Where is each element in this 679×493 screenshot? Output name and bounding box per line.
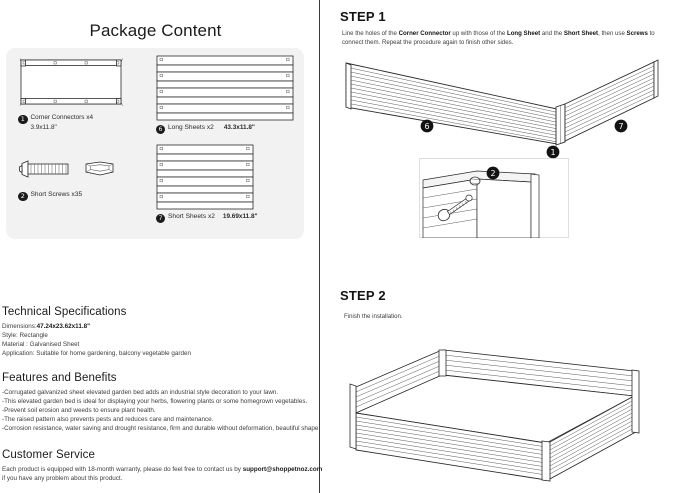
customer-service-heading: Customer Service (2, 449, 95, 461)
item-name-long-sheets: Long Sheets x2 (168, 124, 214, 131)
item-dimension-short-sheets: 19.69x11.8" (222, 213, 258, 220)
callout-7-text: 7 (618, 122, 623, 131)
step1-text-e: and the (540, 30, 564, 37)
spec-dimensions-value: 47.24x23.62x11.8" (36, 323, 91, 330)
customer-service-line-1: Each product is equipped with 18-month w… (2, 465, 322, 474)
item-dimension-long-sheets: 43.3x11.8" (223, 124, 255, 131)
item-number-badge-1: 1 (18, 114, 28, 124)
feature-bullet: -Corrugated galvanized sheet elevated ga… (2, 389, 279, 396)
corner-connector-frame-icon (18, 57, 124, 107)
item-number-badge-6: 6 (156, 124, 165, 134)
step-1-description: Line the holes of the Corner Connector u… (342, 29, 672, 47)
step-2-assembled-bed-illustration (334, 345, 664, 490)
step1-term-long-sheet: Long Sheet (506, 30, 541, 37)
customer-service-line-2: if you have any problem about this produ… (2, 475, 123, 483)
spec-style: Style: Rectangle (2, 332, 48, 340)
left-column: Package Content (0, 0, 322, 493)
item-number-badge-2: 2 (18, 191, 28, 201)
spec-application: Application: Suitable for home gardening… (2, 350, 192, 358)
item-name-short-sheets: Short Sheets x2 (168, 213, 215, 220)
callout-1-text: 1 (550, 148, 555, 157)
step1-term-screws: Screws (626, 30, 648, 37)
feature-bullet: -This elevated garden bed is ideal for d… (2, 398, 308, 406)
step-2-description: Finish the installation. (344, 313, 403, 320)
features-benefits-heading: Features and Benefits (2, 372, 117, 384)
spec-material: Material : Galvanised Sheet (2, 341, 80, 349)
step1-text-i: to connect them. Repeat the procedure ag… (342, 30, 655, 46)
feature-bullet: -Prevent soil erosion and weeds to ensur… (2, 407, 156, 415)
support-email[interactable]: support@shoppetnoz.com (242, 466, 323, 473)
right-column: STEP 1 Line the holes of the Corner Conn… (320, 0, 679, 493)
customer-service-section: Customer Service Each product is equippe… (2, 449, 322, 483)
feature-bullet: -Corrosion resistance, water saving and … (2, 425, 319, 433)
step1-text-g: , then use (598, 30, 627, 37)
corrugated-short-sheet-icon (156, 144, 254, 210)
step1-text-c: up with those of the (450, 30, 507, 37)
step1-term-short-sheet: Short Sheet (563, 30, 599, 37)
step-1-screw-detail-inset: 2 (419, 158, 569, 238)
spec-dimensions-label: Dimensions: (2, 323, 37, 330)
page-title: Package Content (89, 21, 222, 40)
screw-and-nut-icon (18, 158, 138, 184)
step-1-title: STEP 1 (340, 9, 386, 24)
step-2-title: STEP 2 (340, 288, 386, 303)
item-number-badge-7: 7 (156, 213, 165, 223)
features-benefits-section: Features and Benefits -Corrugated galvan… (2, 372, 319, 433)
step1-term-corner-connector: Corner Connector (398, 30, 451, 37)
item-dimension-corner-connectors: 3.9x11.8" (30, 124, 57, 131)
corrugated-long-sheet-icon (156, 55, 294, 121)
item-name-corner-connectors: Corner Connectors x4 (30, 114, 94, 121)
spec-dimensions: Dimensions:47.24x23.62x11.8" (2, 322, 316, 331)
technical-specifications-heading: Technical Specifications (2, 306, 127, 318)
step-1-assembly-illustration: 6 7 1 (332, 52, 672, 162)
customer-service-text: Each product is equipped with 18-month w… (2, 466, 243, 473)
callout-2-text: 2 (490, 169, 495, 178)
technical-specifications-section: Technical Specifications Dimensions:47.2… (2, 306, 316, 358)
callout-6-text: 6 (424, 122, 429, 131)
item-name-short-screws: Short Screws x35 (30, 191, 83, 198)
column-divider (319, 0, 320, 493)
feature-bullet: -The raised pattern also prevents pests … (2, 416, 214, 424)
step1-text-a: Line the holes of the (342, 30, 399, 37)
